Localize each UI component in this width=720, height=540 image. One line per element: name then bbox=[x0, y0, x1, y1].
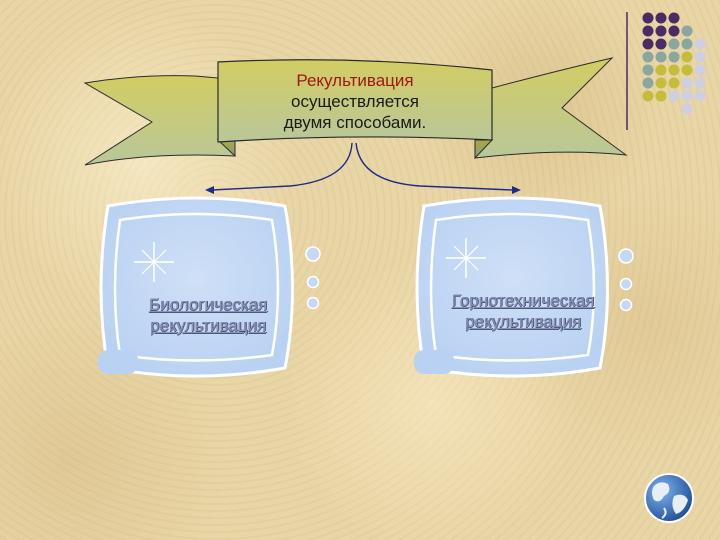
box-left-dots bbox=[305, 246, 321, 310]
arrow-left bbox=[211, 142, 353, 191]
box-left-label: Биологическая рекультивация bbox=[128, 294, 288, 336]
box-right-line-2: рекультивация bbox=[464, 312, 582, 331]
banner-line-2: осуществляется bbox=[291, 92, 419, 111]
box-right-shape bbox=[414, 196, 609, 378]
ribbon-left-tail bbox=[83, 75, 236, 166]
box-left-shape bbox=[98, 196, 294, 378]
box-right-line-1: Горнотехническая bbox=[451, 291, 595, 310]
box-right-label: Горнотехническая рекультивация bbox=[428, 290, 618, 332]
box-right-dots bbox=[618, 248, 634, 312]
banner-title: Рекультивация осуществляется двумя спосо… bbox=[232, 70, 478, 133]
banner-line-3: двумя способами. bbox=[283, 113, 427, 132]
sparkle-icon bbox=[134, 242, 174, 282]
box-left-line-2: рекультивация bbox=[149, 316, 267, 335]
box-left-line-1: Биологическая bbox=[148, 295, 268, 314]
sparkle-icon bbox=[446, 238, 486, 278]
ribbon-center-panel bbox=[217, 59, 493, 143]
ribbon-right-tail bbox=[474, 57, 628, 159]
banner-line-1: Рекультивация bbox=[296, 71, 414, 90]
arrow-right bbox=[355, 142, 513, 191]
